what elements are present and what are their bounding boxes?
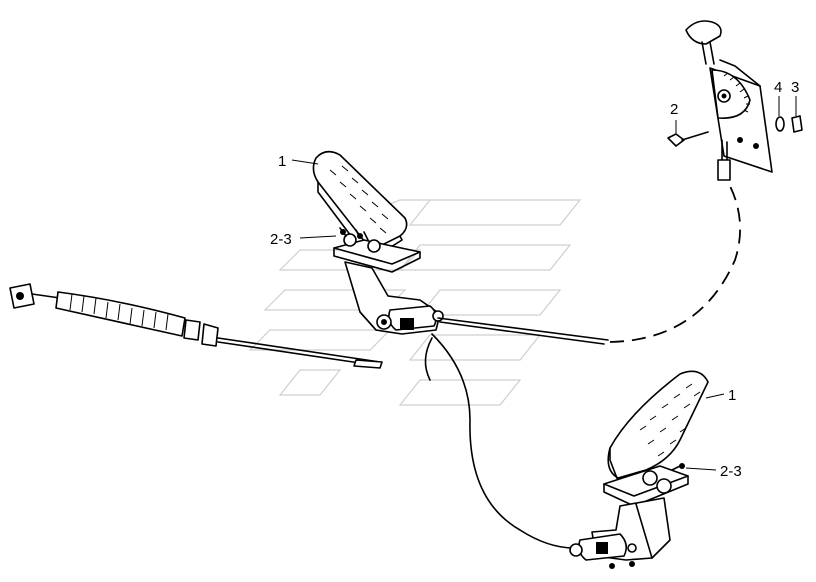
callout-bolt-lever: 2 <box>670 101 678 118</box>
callout-pedal-upper: 1 <box>278 153 286 170</box>
callout-bolt-upper: 2-3 <box>270 231 292 248</box>
callout-pedal-lower: 1 <box>728 387 736 404</box>
control-rod <box>437 317 609 341</box>
callout-washer-lever: 4 <box>774 79 782 96</box>
linking-cable <box>431 333 575 549</box>
callout-nut-lever: 3 <box>791 79 799 96</box>
lower-pedal-assembly <box>569 370 709 569</box>
cable-routing-dashed <box>609 181 742 343</box>
hand-throttle-lever-icon <box>667 20 803 181</box>
upper-pedal-assembly <box>312 150 444 335</box>
leader-lines <box>291 96 797 471</box>
callout-bolt-lower: 2-3 <box>720 463 742 480</box>
throttle-cable-icon <box>9 283 383 369</box>
